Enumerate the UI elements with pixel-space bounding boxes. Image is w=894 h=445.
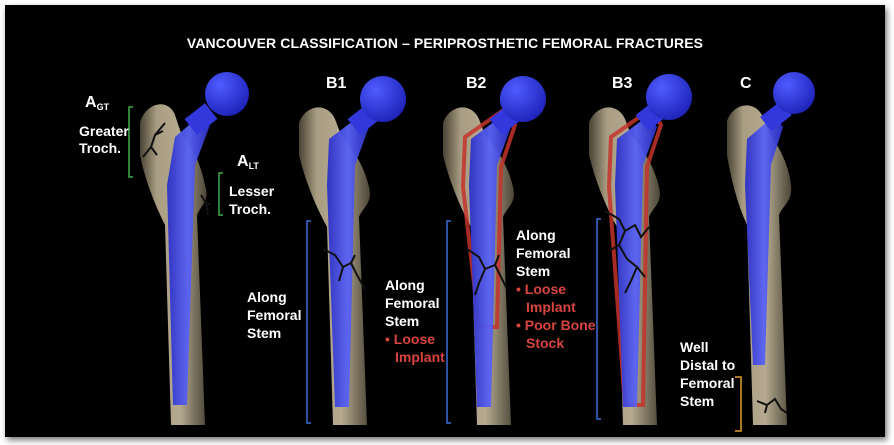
- label-a-gt-letter: A: [85, 94, 97, 111]
- fracture-b1: [322, 248, 366, 290]
- label-greater: Greater: [79, 123, 129, 139]
- fracture-b3: [604, 210, 650, 294]
- bracket-gt: [128, 106, 133, 178]
- fracture-c: [756, 397, 788, 414]
- bracket-c: [735, 376, 742, 432]
- label-b1-line2: Femoral: [247, 307, 302, 323]
- stem-a: [167, 113, 210, 405]
- neck-a: [184, 103, 218, 135]
- fracture-lt-a: [200, 194, 212, 216]
- label-b3-bullet-loose: • Loose: [516, 281, 567, 297]
- bracket-b1: [306, 220, 311, 424]
- header-b1: B1: [326, 75, 347, 92]
- bracket-b2: [446, 220, 451, 424]
- label-a-lt-sub: LT: [248, 161, 259, 171]
- label-c-line2: Distal to: [680, 357, 736, 373]
- label-b2-line3: Stem: [385, 313, 420, 329]
- header-c: C: [740, 75, 752, 92]
- femur-type-b3: [589, 74, 692, 425]
- femur-type-c: [727, 72, 815, 425]
- label-b3-line3: Stem: [516, 263, 551, 279]
- label-b2-line2: Femoral: [385, 295, 440, 311]
- femur-type-a: [140, 72, 249, 425]
- label-b2-bullet-implant: Implant: [395, 349, 445, 365]
- label-troch-lt: Troch.: [229, 201, 272, 217]
- label-b1-line3: Stem: [247, 325, 282, 341]
- femur-type-b2: [443, 76, 546, 425]
- label-b2-line1: Along: [385, 277, 425, 293]
- fracture-gt-a: [142, 122, 166, 158]
- label-b3-line1: Along: [516, 227, 556, 243]
- label-a-lt-letter: A: [237, 153, 249, 170]
- label-lesser: Lesser: [229, 183, 275, 199]
- stem-b1: [327, 115, 369, 407]
- figure-title: VANCOUVER CLASSIFICATION – PERIPROSTHETI…: [186, 35, 704, 51]
- label-troch-gt: Troch.: [79, 140, 122, 156]
- stem-b3: [615, 115, 657, 407]
- label-a-gt-sub: GT: [96, 102, 110, 112]
- label-b3-bullet-poor-bone: • Poor Bone: [516, 317, 596, 333]
- figure-canvas: VANCOUVER CLASSIFICATION – PERIPROSTHETI…: [5, 5, 885, 437]
- head-a: [205, 72, 249, 116]
- label-b3-line2: Femoral: [516, 245, 571, 261]
- label-b3-bullet-implant: Implant: [526, 299, 576, 315]
- label-b3-bullet-stock: Stock: [526, 335, 565, 351]
- header-b2: B2: [466, 75, 487, 92]
- head-b2: [500, 76, 546, 122]
- stem-b2: [469, 115, 511, 407]
- label-b1-line1: Along: [247, 289, 287, 305]
- header-b3: B3: [612, 75, 633, 92]
- head-c: [773, 72, 815, 114]
- label-a-gt: AGT: [85, 94, 109, 113]
- femur-illustrations: [128, 72, 815, 432]
- label-c-line3: Femoral: [680, 375, 735, 391]
- label-a-lt: ALT: [237, 153, 259, 172]
- head-b3: [646, 74, 692, 120]
- fracture-b2: [466, 248, 508, 296]
- bracket-lt: [218, 172, 223, 216]
- head-b1: [360, 76, 406, 122]
- label-c-line1: Well: [680, 339, 709, 355]
- label-b2-bullet-loose: • Loose: [385, 331, 436, 347]
- stem-c: [745, 115, 783, 365]
- label-c-line4: Stem: [680, 393, 715, 409]
- femur-type-b1: [299, 76, 406, 425]
- bracket-b3: [596, 218, 601, 420]
